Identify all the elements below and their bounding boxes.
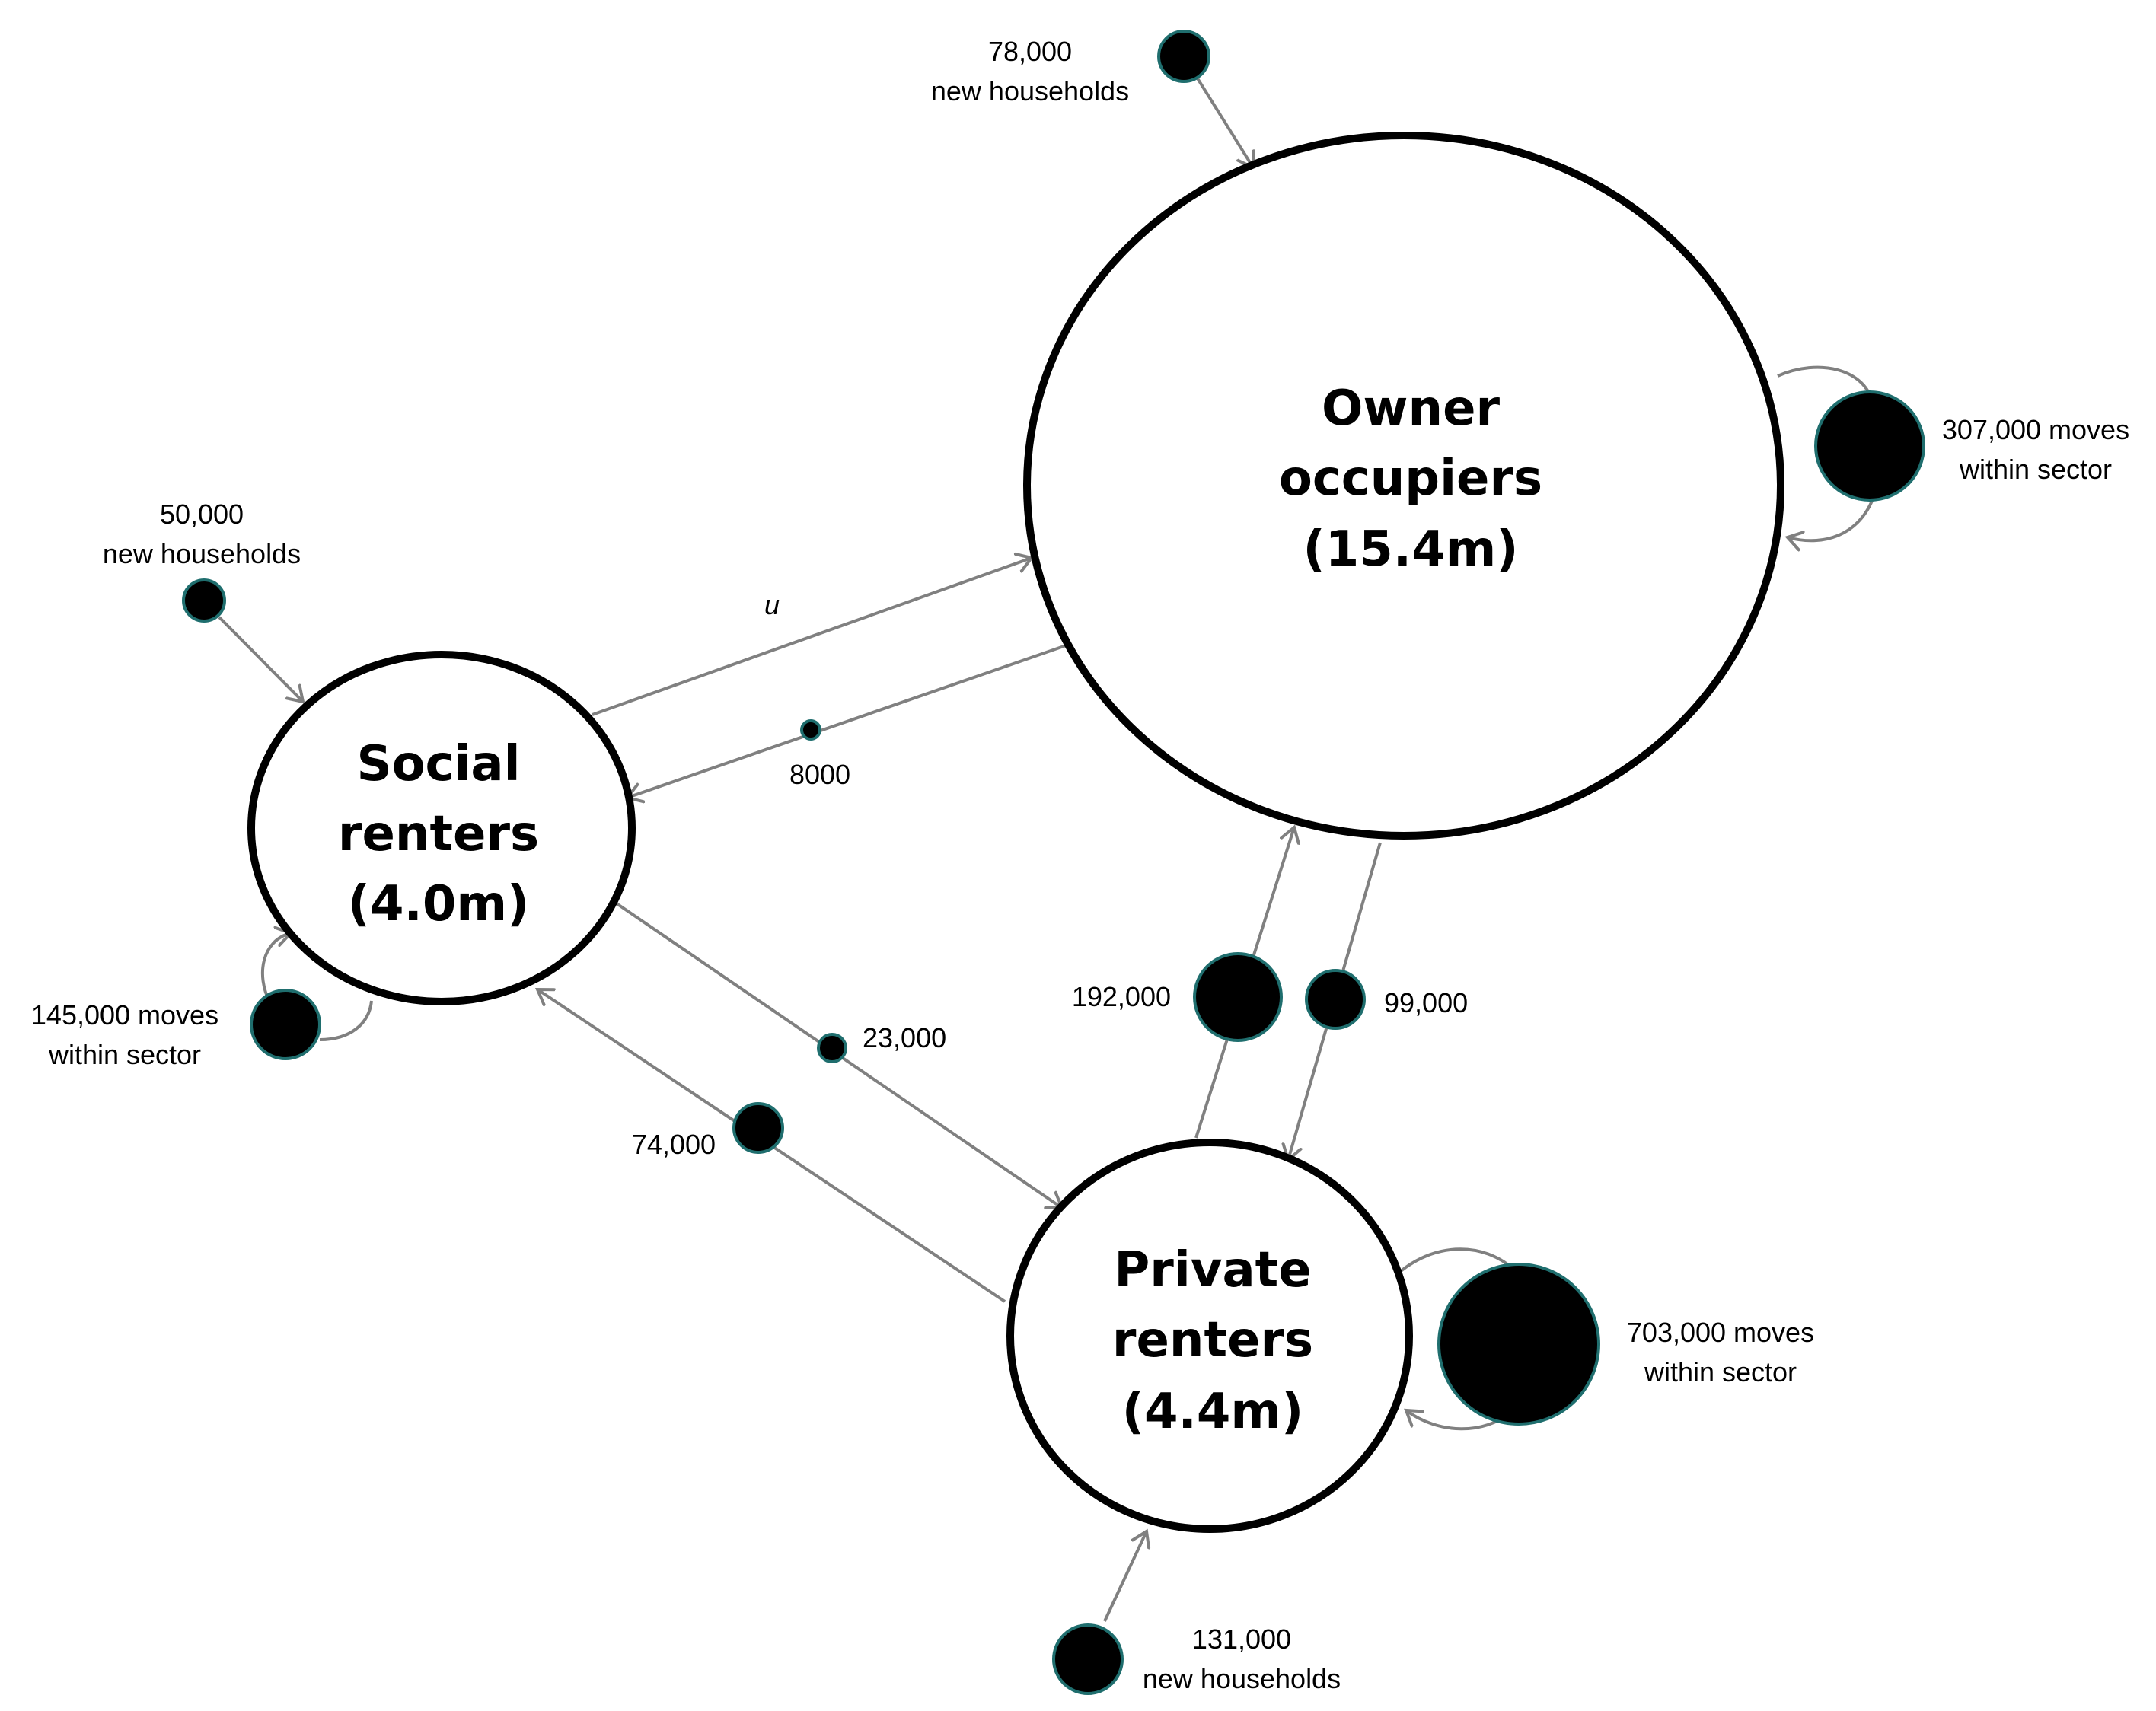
sector-social-name-line1: Social [356,736,520,792]
sector-circle-social [247,651,636,1005]
label-within-social-line2: within sector [48,1039,201,1070]
label-within-private-line2: within sector [1644,1356,1797,1388]
label-within-owner-line1: 307,000 moves [1942,414,2129,445]
dot-new-households-social [182,578,226,623]
sector-social-renters: Social renters (4.0m) [247,651,636,1005]
sector-circle-private [1006,1139,1413,1533]
dot-private-to-owner [1193,952,1283,1042]
dot-within-private [1437,1263,1600,1426]
label-private-to-owner: 192,000 [1072,981,1171,1012]
arrow-new-households-owner [1196,77,1253,167]
dot-within-social [250,989,321,1060]
label-owner-to-private: 99,000 [1384,987,1468,1018]
sector-owner-size: (15.4m) [1303,521,1518,578]
dot-social-to-private [817,1033,847,1063]
dot-private-to-social [732,1102,784,1154]
sector-social-size: (4.0m) [348,876,530,932]
label-private-to-social: 74,000 [632,1129,716,1160]
flow-dots [182,30,1925,1695]
arrow-social-to-owner [592,558,1032,716]
arrow-new-households-social [218,616,303,702]
label-social-to-private: 23,000 [863,1022,946,1053]
label-new-households-private-text: new households [1143,1663,1341,1694]
flow-labels: 78,000 new households 50,000 new househo… [31,36,2129,1694]
label-new-households-social-value: 50,000 [160,499,244,530]
sector-owner-name-line2: occupiers [1279,451,1542,507]
sector-private-renters: Private renters (4.4m) [1006,1139,1413,1533]
sector-private-name-line2: renters [1112,1312,1313,1368]
dot-owner-to-social [800,719,821,741]
arrow-owner-to-social [627,642,1073,798]
dot-owner-to-private [1305,969,1366,1030]
label-owner-to-social: 8000 [789,759,850,790]
dot-new-households-owner [1157,30,1210,83]
sector-owner-name-line1: Owner [1322,381,1501,437]
arrow-loop-social [260,933,373,1041]
label-new-households-owner-value: 78,000 [988,36,1072,67]
label-new-households-private-value: 131,000 [1192,1623,1291,1655]
label-within-private-line1: 703,000 moves [1627,1317,1814,1348]
label-social-to-owner: u [764,589,780,620]
label-new-households-owner-text: new households [931,75,1129,107]
sector-owner-occupiers: Owner occupiers (15.4m) [1023,132,1784,840]
sector-social-name-line2: renters [338,806,539,862]
dot-within-owner [1814,390,1925,502]
arrow-new-households-private [1103,1531,1147,1622]
sector-private-size: (4.4m) [1122,1384,1304,1440]
sector-circle-owner [1023,132,1784,840]
dot-new-households-private [1052,1623,1124,1695]
label-within-social-line1: 145,000 moves [31,999,218,1031]
label-new-households-social-text: new households [103,538,301,569]
label-within-owner-line2: within sector [1959,454,2112,485]
sector-private-name-line1: Private [1114,1242,1311,1298]
